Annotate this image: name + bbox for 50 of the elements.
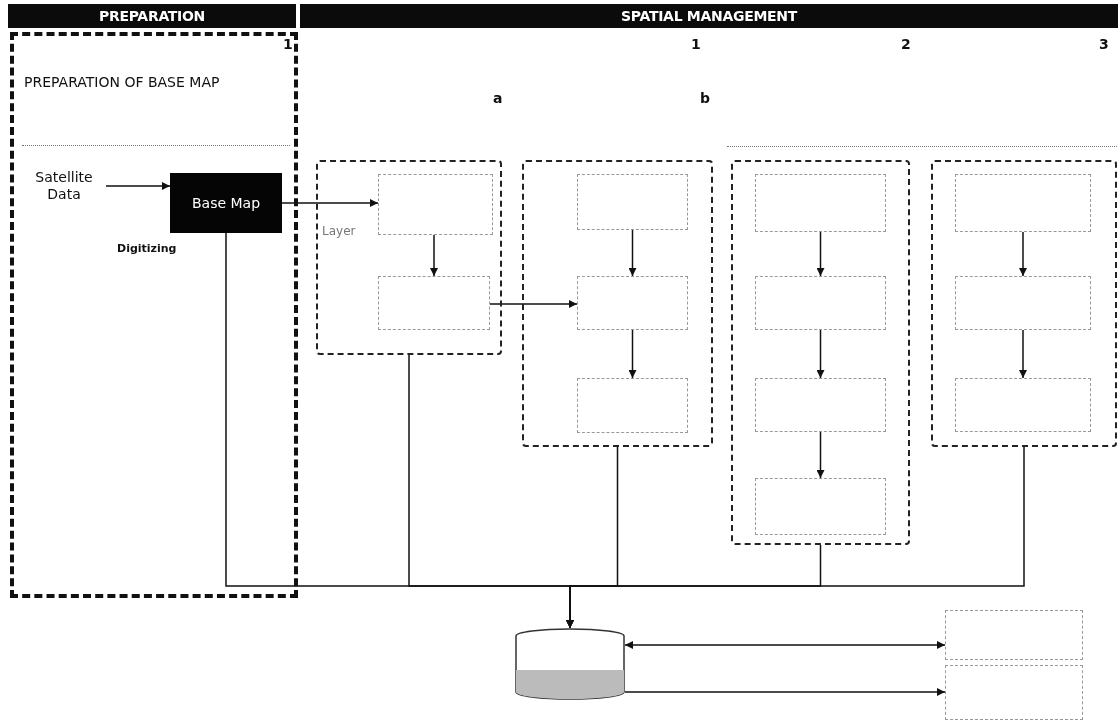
arrow: [628, 229, 637, 277]
arrow: [624, 688, 946, 696]
section-title: PREPARATION: [99, 7, 205, 25]
process-box: [945, 665, 1083, 720]
column-number: 2: [901, 36, 911, 52]
process-box: [378, 276, 490, 330]
node-label: Base Map: [191, 194, 261, 212]
process-box: [755, 478, 886, 535]
column-letter: a: [493, 90, 503, 106]
arrow: [281, 199, 379, 207]
process-box: [378, 174, 493, 235]
process-box: [955, 276, 1091, 330]
node-label: PREPARATION OF BASE MAP: [24, 74, 221, 91]
arrow: [1019, 329, 1027, 379]
group-box: [522, 160, 713, 447]
dashed-panel: [10, 32, 298, 598]
process-box: [955, 378, 1091, 432]
database-cylinder: [515, 628, 625, 700]
arrow: [816, 431, 825, 479]
step-label: Digitizing: [117, 242, 177, 255]
section-header-bar: [300, 4, 1118, 28]
arrow: [816, 329, 825, 379]
node-label: Satellite Data: [34, 169, 94, 203]
arrow: [628, 329, 637, 379]
column-number: 1: [283, 36, 293, 52]
column-letter: b: [700, 90, 711, 106]
process-box: [577, 276, 688, 330]
arrow: [489, 300, 578, 308]
section-title: SPATIAL MANAGEMENT: [621, 7, 797, 25]
group-box: [931, 160, 1117, 447]
process-box: [577, 378, 688, 433]
arrow: [430, 234, 438, 277]
arrow: [566, 446, 1025, 629]
process-box: [955, 174, 1091, 232]
process-box: [755, 276, 886, 330]
process-box: [755, 174, 886, 232]
arrow: [624, 641, 946, 649]
arrow: [816, 231, 825, 277]
process-box: [945, 610, 1083, 660]
arrow: [1019, 231, 1027, 277]
group-label: Layer: [322, 224, 356, 239]
process-box: [170, 173, 282, 233]
group-box: [316, 160, 502, 355]
group-box: [731, 160, 910, 545]
process-box: [577, 174, 688, 230]
arrow: [105, 182, 171, 190]
section-header-bar: [8, 4, 296, 28]
column-number: 3: [1099, 36, 1109, 52]
column-number: 1: [691, 36, 701, 52]
process-box: [755, 378, 886, 432]
